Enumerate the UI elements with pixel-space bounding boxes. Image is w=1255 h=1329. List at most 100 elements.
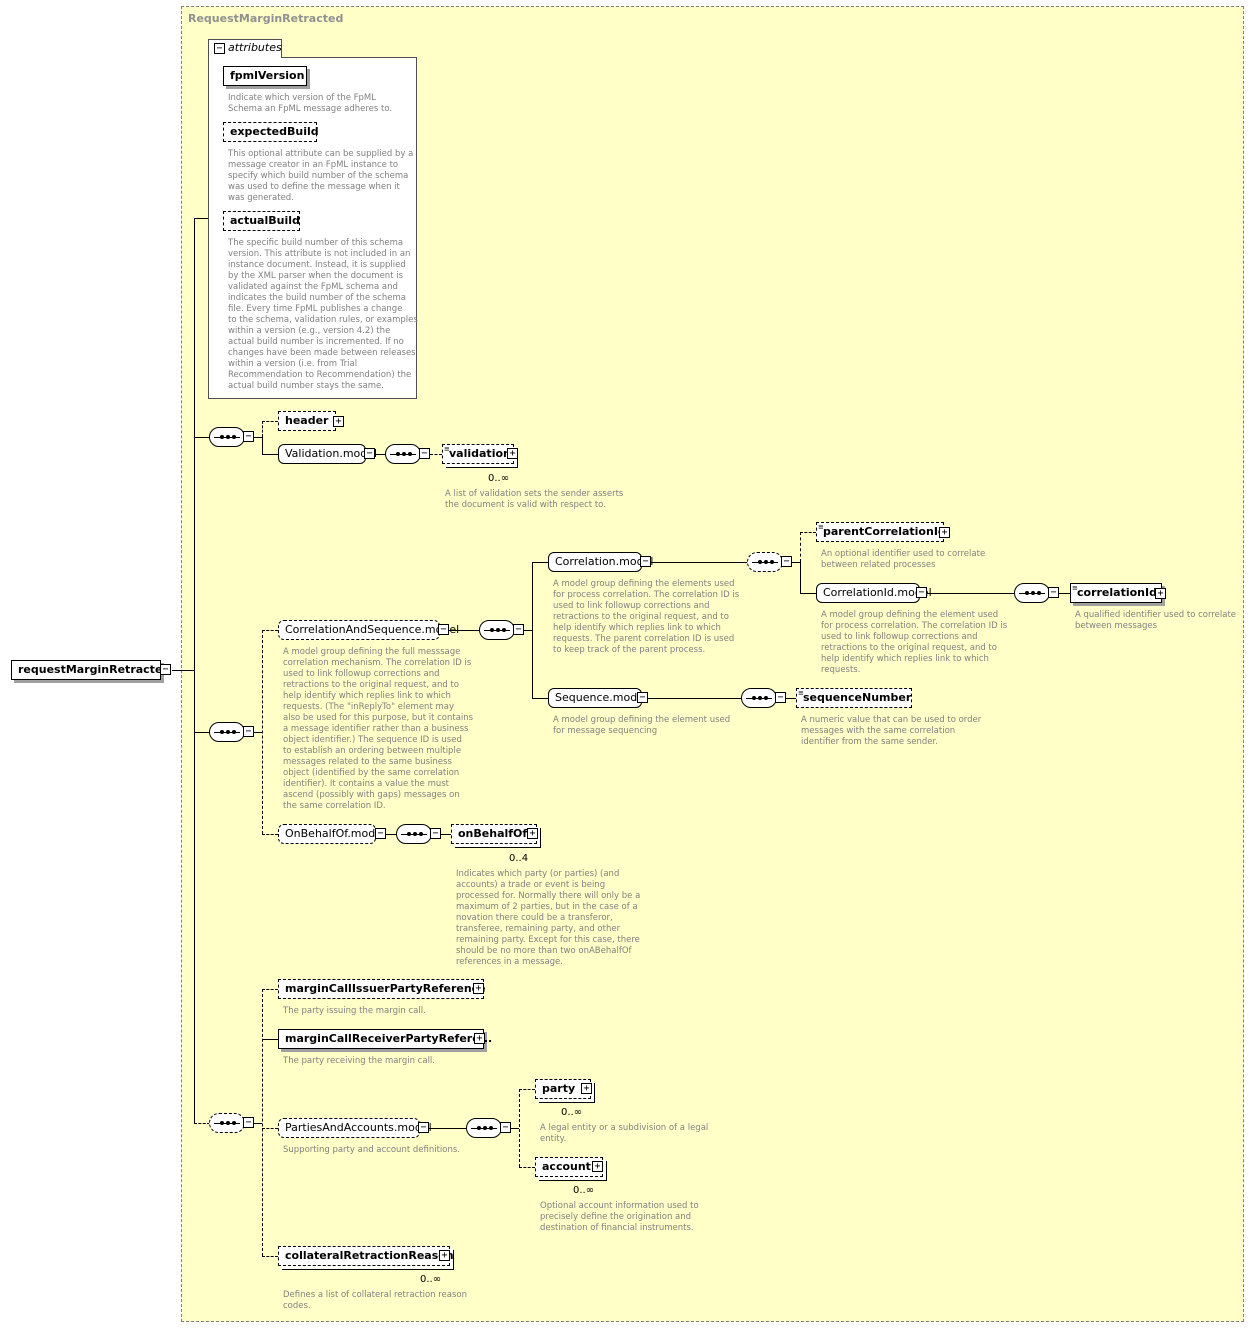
element-parent-correlation-id[interactable]: parentCorrelationId	[816, 522, 946, 542]
group-label: CorrelationAndSequence.model	[285, 623, 460, 636]
group-description: A model group defining the full messsage…	[283, 647, 474, 811]
connector	[262, 834, 278, 835]
connector	[1059, 593, 1070, 594]
expand-icon[interactable]: +	[592, 1161, 603, 1172]
expand-icon[interactable]: +	[939, 527, 950, 538]
group-label: Correlation.model	[555, 555, 654, 568]
collapse-icon[interactable]: −	[214, 43, 225, 54]
connector	[532, 562, 533, 698]
sequence-compositor-icon	[396, 824, 432, 844]
connector	[262, 1128, 278, 1129]
connector	[800, 532, 801, 562]
group-on-behalf-of-model[interactable]: OnBehalfOf.model	[278, 824, 385, 844]
attribute-expected-build[interactable]: expectedBuild	[223, 122, 319, 142]
element-label: marginCallReceiverPartyRefere...	[285, 1032, 493, 1045]
expand-icon[interactable]: +	[439, 1250, 450, 1261]
connector	[792, 562, 800, 563]
connector	[927, 593, 1015, 594]
group-label: CorrelationId.model	[823, 586, 932, 599]
connector	[430, 454, 442, 455]
connector	[194, 437, 210, 438]
attributes-tab[interactable]	[208, 39, 282, 58]
element-description: An optional identifier used to correlate…	[821, 549, 986, 570]
collapse-icon[interactable]: −	[637, 692, 648, 703]
expand-icon[interactable]: +	[527, 828, 538, 839]
sequence-compositor-icon	[747, 552, 783, 572]
occurrence: 0..4	[509, 853, 529, 864]
element-label: sequenceNumber	[803, 691, 912, 704]
element-description: Indicates which party (or parties) (and …	[456, 869, 641, 967]
element-description: Defines a list of collateral retraction …	[283, 1290, 467, 1311]
element-description: A numeric value that can be used to orde…	[801, 715, 982, 747]
connector	[262, 989, 263, 1256]
connector	[262, 421, 263, 437]
collapse-icon[interactable]: −	[243, 431, 254, 442]
collapse-icon[interactable]: −	[438, 624, 449, 635]
attribute-label: actualBuild	[230, 214, 300, 227]
connector	[800, 593, 816, 594]
element-correlation-id[interactable]: correlationId	[1070, 583, 1162, 603]
connector	[254, 732, 262, 733]
group-sequence-model[interactable]: Sequence.model	[548, 688, 647, 708]
collapse-icon[interactable]: −	[419, 448, 430, 459]
attribute-actual-build[interactable]: actualBuild	[223, 211, 300, 231]
group-correlation-and-sequence-model[interactable]: CorrelationAndSequence.model	[278, 620, 459, 640]
sequence-compositor-icon	[479, 620, 515, 640]
collapse-icon[interactable]: −	[418, 1122, 429, 1133]
attribute-flag-icon: ≡	[1072, 584, 1078, 592]
collapse-icon[interactable]: −	[500, 1122, 511, 1133]
complex-type-name: RequestMarginRetracted	[188, 12, 344, 25]
element-header[interactable]: header	[278, 411, 336, 431]
expand-icon[interactable]: +	[1155, 588, 1166, 599]
element-on-behalf-of[interactable]: onBehalfOf	[451, 824, 537, 844]
expand-icon[interactable]: +	[507, 448, 518, 459]
group-label: Validation.model	[285, 447, 378, 460]
element-account[interactable]: account	[535, 1157, 603, 1177]
connector	[511, 1128, 519, 1129]
expand-icon[interactable]: +	[474, 1033, 485, 1044]
collapse-icon[interactable]: −	[364, 448, 375, 459]
group-correlation-id-model[interactable]: CorrelationId.model	[816, 583, 932, 603]
element-sequence-number[interactable]: sequenceNumber	[796, 688, 912, 708]
collapse-icon[interactable]: −	[430, 828, 441, 839]
group-correlation-model[interactable]: Correlation.model	[548, 552, 653, 572]
connector	[375, 454, 386, 455]
collapse-icon[interactable]: −	[243, 1117, 254, 1128]
sequence-compositor-icon	[209, 1113, 245, 1133]
element-validation[interactable]: validation	[442, 444, 514, 464]
element-description: A list of validation sets the sender ass…	[445, 489, 624, 510]
group-parties-and-accounts-model[interactable]: PartiesAndAccounts.model	[278, 1118, 432, 1138]
expand-icon[interactable]: +	[473, 983, 484, 994]
connector	[648, 698, 742, 699]
element-label: correlationId	[1077, 586, 1157, 599]
connector	[532, 698, 548, 699]
expand-icon[interactable]: +	[333, 416, 344, 427]
element-margin-call-receiver-party-reference[interactable]: marginCallReceiverPartyRefere...	[278, 1029, 492, 1049]
connector	[519, 1167, 535, 1168]
element-collateral-retraction-reason[interactable]: collateralRetractionReason	[278, 1246, 454, 1266]
collapse-icon[interactable]: −	[916, 587, 927, 598]
collapse-icon[interactable]: −	[781, 556, 792, 567]
collapse-icon[interactable]: −	[513, 624, 524, 635]
collapse-icon[interactable]: −	[375, 828, 386, 839]
collapse-icon[interactable]: −	[775, 692, 786, 703]
sequence-compositor-icon	[466, 1118, 502, 1138]
collapse-icon[interactable]: −	[1048, 587, 1059, 598]
collapse-icon[interactable]: −	[160, 664, 171, 675]
connector	[262, 437, 263, 454]
attribute-fpml-version[interactable]: fpmlVersion	[223, 66, 307, 86]
connector	[524, 630, 532, 631]
group-validation-model[interactable]: Validation.model	[278, 444, 377, 464]
attribute-flag-icon: ≡	[444, 445, 450, 453]
connector	[254, 437, 262, 438]
element-description: The party receiving the margin call.	[283, 1056, 435, 1066]
expand-icon[interactable]: +	[581, 1083, 592, 1094]
element-margin-call-issuer-party-reference[interactable]: marginCallIssuerPartyReference	[278, 979, 486, 999]
root-element-request-margin-retracted[interactable]: requestMarginRetracted	[11, 660, 170, 680]
connector	[262, 1039, 278, 1040]
collapse-icon[interactable]: −	[243, 726, 254, 737]
attribute-flag-icon: ≡	[818, 523, 824, 531]
collapse-icon[interactable]: −	[640, 556, 651, 567]
attributes-tab-label: attributes	[228, 41, 282, 54]
